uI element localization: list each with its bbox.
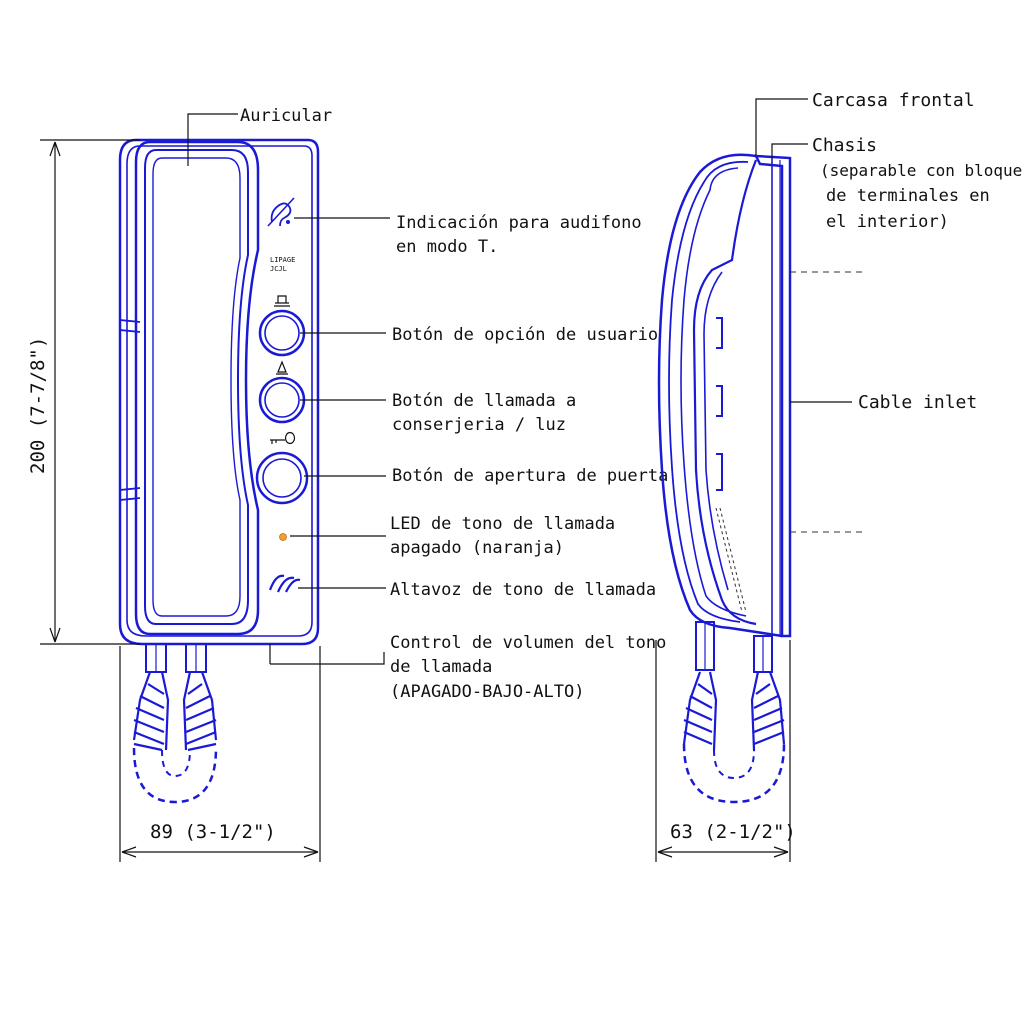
side-extension-dashed bbox=[790, 271, 866, 533]
width-dimension bbox=[119, 646, 321, 862]
earpiece-label: Auricular bbox=[240, 106, 332, 126]
user-option-button[interactable] bbox=[258, 309, 306, 357]
side-leader-lines bbox=[755, 98, 852, 403]
left-grip-notches bbox=[119, 319, 141, 501]
front-view: LIPAGE JCJL bbox=[27, 106, 668, 862]
front-case-label: Carcasa frontal bbox=[812, 90, 975, 111]
led-label-line-2: apagado (naranja) bbox=[390, 538, 564, 558]
hearing-aid-icon bbox=[267, 197, 295, 227]
chassis-label: Chasis bbox=[812, 135, 877, 156]
logo-line-2: JCJL bbox=[270, 265, 287, 273]
hearing-aid-label-line-1: Indicación para audifono bbox=[396, 213, 642, 233]
user-option-label: Botón de opción de usuario bbox=[392, 325, 658, 345]
front-housing bbox=[118, 138, 320, 646]
depth-dimension bbox=[655, 640, 791, 862]
concierge-light-button[interactable] bbox=[258, 376, 306, 424]
door-button-label: Botón de apertura de puerta bbox=[392, 466, 668, 486]
handset-outer bbox=[134, 140, 260, 636]
handset-face bbox=[152, 157, 241, 617]
height-dimension bbox=[40, 139, 140, 645]
side-buttons bbox=[716, 317, 723, 491]
key-icon bbox=[270, 431, 296, 445]
speaker-label: Altavoz de tono de llamada bbox=[390, 580, 656, 600]
side-chassis bbox=[753, 154, 792, 638]
height-dimension-label: 200 (7-7/8") bbox=[27, 337, 49, 474]
front-leader-lines bbox=[187, 113, 390, 665]
logo-line-1: LIPAGE bbox=[270, 256, 295, 264]
front-housing-inner bbox=[126, 145, 313, 637]
bell-icon bbox=[276, 360, 288, 375]
chassis-note-line-2: de terminales en bbox=[826, 186, 990, 206]
side-cables bbox=[682, 621, 786, 804]
concierge-label-line-1: Botón de llamada a bbox=[392, 391, 576, 411]
volume-label-line-3: (APAGADO-BAJO-ALTO) bbox=[390, 682, 584, 702]
width-dimension-label: 89 (3-1/2") bbox=[150, 821, 276, 843]
chassis-note-line-3: el interior) bbox=[826, 212, 949, 232]
ringtone-speaker bbox=[268, 574, 301, 593]
cable-inlet-label: Cable inlet bbox=[858, 392, 977, 413]
concierge-label-line-2: conserjeria / luz bbox=[392, 415, 566, 435]
front-cables bbox=[132, 643, 218, 804]
depth-dimension-label: 63 (2-1/2") bbox=[670, 821, 796, 843]
hearing-aid-label-line-2: en modo T. bbox=[396, 237, 498, 257]
volume-label-line-1: Control de volumen del tono bbox=[390, 633, 666, 653]
user-option-icon bbox=[274, 295, 290, 307]
door-release-button[interactable] bbox=[255, 451, 309, 505]
side-front-case bbox=[657, 153, 783, 638]
handset-inner bbox=[144, 149, 249, 625]
led-label-line-1: LED de tono de llamada bbox=[390, 514, 615, 534]
side-view: 63 (2-1/2") Carcasa frontal Chasis (sepa… bbox=[655, 90, 1022, 862]
ringtone-led bbox=[279, 533, 287, 541]
chassis-note-line-1: (separable con bloque bbox=[820, 161, 1022, 180]
volume-label-line-2: de llamada bbox=[390, 657, 492, 677]
side-handset bbox=[692, 159, 758, 626]
